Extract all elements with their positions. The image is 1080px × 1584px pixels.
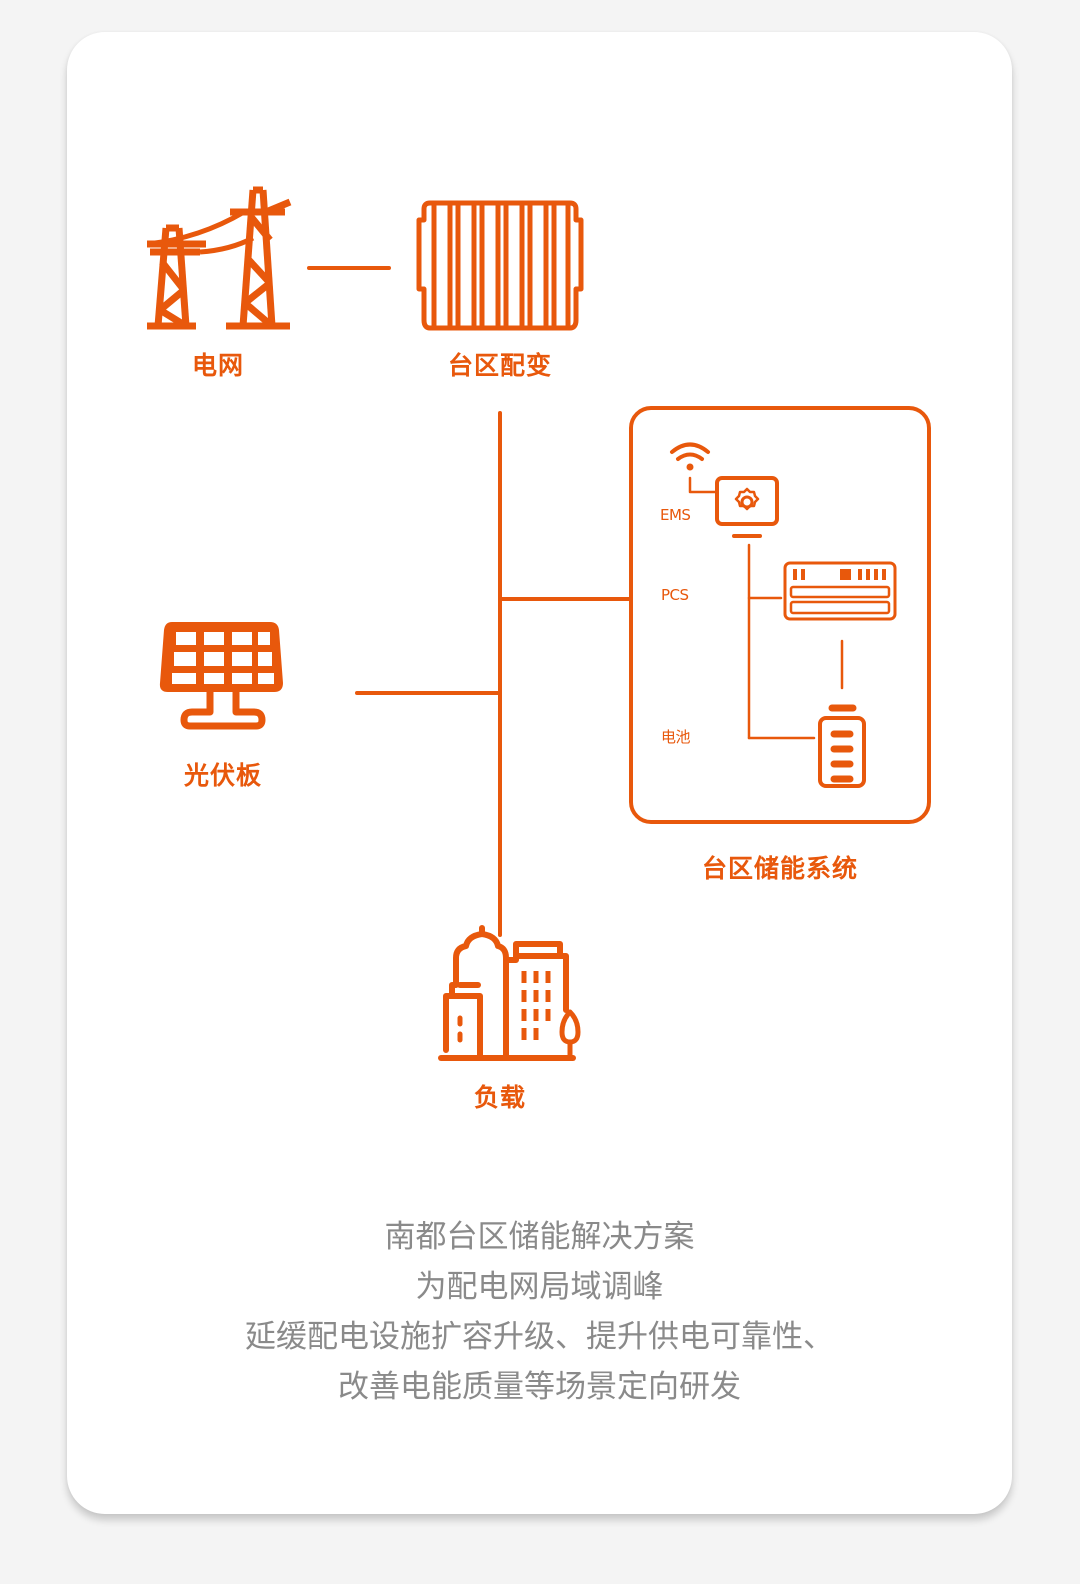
power-tower-icon (147, 186, 292, 330)
description-line: 为配电网局域调峰 (415, 1269, 664, 1305)
description-line: 改善电能质量等场景定向研发 (338, 1369, 741, 1405)
battery-label: 电池 (661, 728, 691, 746)
ems-label: EMS (660, 506, 691, 524)
grid-label: 电网 (191, 351, 245, 380)
pv-label: 光伏板 (183, 761, 263, 790)
battery-icon (818, 704, 866, 788)
buildings-icon (438, 925, 581, 1061)
description-title: 南都台区储能解决方案 (384, 1219, 695, 1255)
solar-panel-icon (159, 622, 283, 730)
storage-system-box (629, 406, 931, 824)
description-line: 延缓配电设施扩容升级、提升供电可靠性、 (245, 1319, 834, 1355)
load-label: 负载 (473, 1083, 527, 1112)
pcs-label: PCS (661, 586, 689, 604)
transformer-icon (416, 200, 584, 331)
monitor-gear-icon (715, 476, 816, 740)
wifi-icon (670, 442, 717, 494)
description: 南都台区储能解决方案 为配电网局域调峰 延缓配电设施扩容升级、提升供电可靠性、 … (67, 1212, 1012, 1412)
content-card (67, 32, 1012, 1514)
pcs-cabinet-icon (783, 561, 897, 690)
transformer-label: 台区配变 (447, 351, 553, 380)
storage-system-label: 台区储能系统 (701, 854, 859, 883)
